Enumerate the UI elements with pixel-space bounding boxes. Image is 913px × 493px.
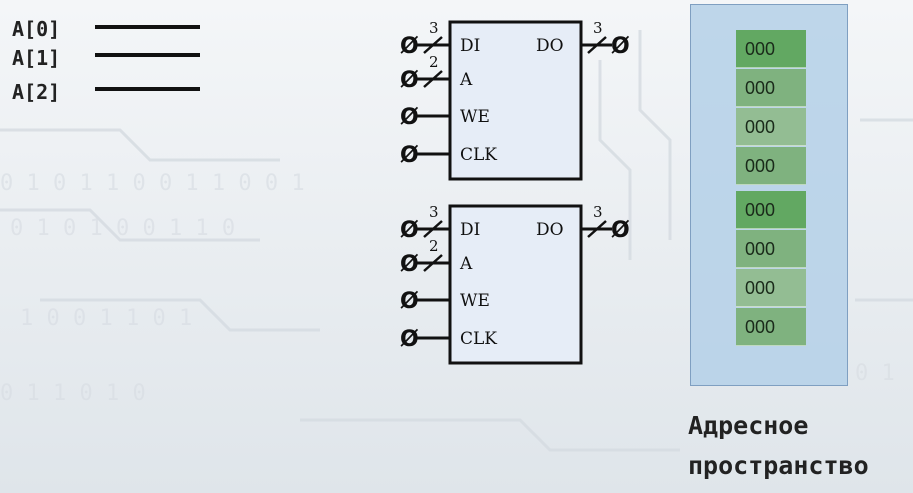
memory-cell-7: 000 (736, 308, 806, 346)
bus-width-slash (423, 254, 443, 272)
bus-width-slash (423, 70, 443, 88)
address-line-label-1: A[1] (12, 46, 61, 70)
pin-label-clk: CLK (460, 145, 497, 165)
pin-label-a: A (459, 254, 473, 274)
address-space-title-line2: пространство (688, 451, 869, 480)
bus-width-slash (587, 36, 607, 54)
unconnected-pin-symbol: Ø (400, 289, 419, 314)
unconnected-pin-symbol: Ø (400, 68, 419, 93)
memory-cell-2: 000 (736, 108, 806, 146)
pin-label-we: WE (460, 107, 490, 127)
address-line-label-0: A[0] (12, 17, 61, 41)
address-space-title-line1: Адресное (688, 411, 809, 440)
unconnected-pin-symbol: Ø (400, 105, 419, 130)
bus-width-number: 3 (593, 19, 603, 37)
unconnected-pin-symbol: Ø (611, 218, 630, 243)
svg-text:0 1: 0 1 (855, 361, 895, 386)
address-line-2 (95, 87, 200, 91)
unconnected-pin-symbol: Ø (400, 252, 419, 277)
pin-label-clk: CLK (460, 329, 497, 349)
bus-width-number: 2 (429, 53, 439, 71)
ram-block-body (448, 204, 583, 365)
pin-label-do: DO (536, 220, 564, 240)
pin-label-di: DI (460, 220, 480, 240)
ram-block-body (448, 20, 583, 181)
bus-width-slash (587, 220, 607, 238)
unconnected-pin-symbol: Ø (400, 327, 419, 352)
svg-text:0 1 0 1 0 0 1 1 0: 0 1 0 1 0 0 1 1 0 (10, 216, 235, 241)
pin-label-a: A (459, 70, 473, 90)
unconnected-pin-symbol: Ø (400, 143, 419, 168)
bus-width-number: 3 (429, 19, 439, 37)
address-line-1 (95, 53, 200, 57)
svg-text:0 1 0 1 1 0 0 1 1 0 0 1: 0 1 0 1 1 0 0 1 1 0 0 1 (0, 171, 305, 196)
memory-cell-6: 000 (736, 269, 806, 307)
unconnected-pin-symbol: Ø (400, 218, 419, 243)
memory-cell-3: 000 (736, 147, 806, 185)
memory-cell-5: 000 (736, 230, 806, 268)
unconnected-pin-symbol: Ø (400, 34, 419, 59)
address-space-title: Адресное пространство (688, 406, 913, 486)
pin-label-do: DO (536, 36, 564, 56)
svg-text:0 1 1 0 1 0: 0 1 1 0 1 0 (0, 381, 146, 406)
memory-cell-4: 000 (736, 191, 806, 229)
address-line-label-2: A[2] (12, 80, 61, 104)
pin-label-di: DI (460, 36, 480, 56)
address-line-0 (95, 25, 200, 29)
pin-label-we: WE (460, 291, 490, 311)
svg-text:1 0 0 1 1 0 1: 1 0 0 1 1 0 1 (20, 306, 192, 331)
bus-width-slash (423, 36, 443, 54)
unconnected-pin-symbol: Ø (611, 34, 630, 59)
bus-width-number: 2 (429, 237, 439, 255)
memory-cell-1: 000 (736, 69, 806, 107)
bus-width-slash (423, 220, 443, 238)
memory-cell-0: 000 (736, 30, 806, 68)
bus-width-number: 3 (429, 203, 439, 221)
bus-width-number: 3 (593, 203, 603, 221)
